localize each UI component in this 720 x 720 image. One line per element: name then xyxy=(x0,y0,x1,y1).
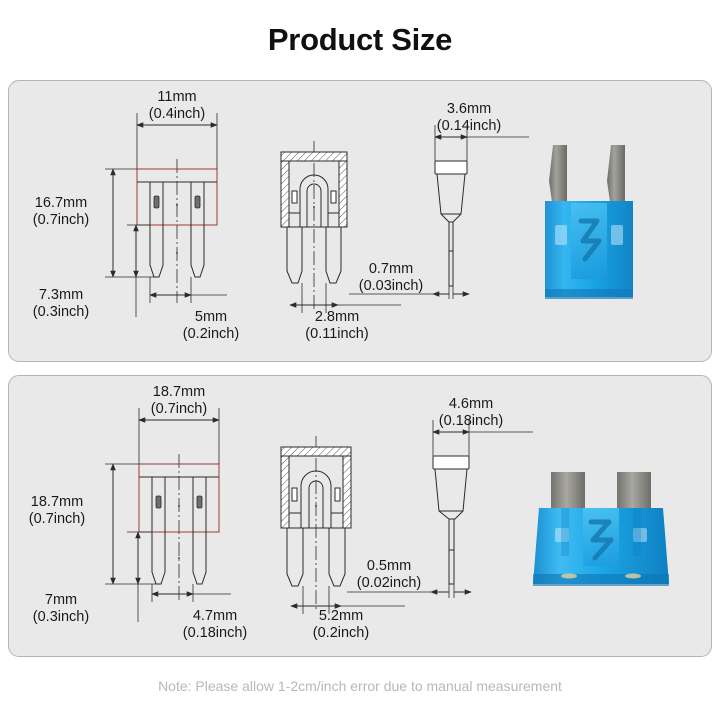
dim-inch: (0.02inch) xyxy=(356,575,422,591)
panel-mini-blade-fuse: 11mm (0.4inch) 16.7mm (0.7inch) 7.3mm (0… xyxy=(8,80,712,362)
dim-value: 16.7mm xyxy=(34,195,88,211)
dim-value: 0.5mm xyxy=(366,558,412,574)
dim-mini-blade-gap: 2.8mm (0.11inch) xyxy=(281,309,393,343)
standard-front-view-icon xyxy=(105,408,231,622)
dim-value: 4.6mm xyxy=(448,396,494,412)
dim-inch: (0.3inch) xyxy=(32,609,90,625)
dim-value: 11mm xyxy=(157,89,197,105)
dim-value: 7mm xyxy=(44,592,78,608)
mini-front-view-icon xyxy=(105,113,227,317)
standard-fuse-drawings xyxy=(105,408,533,622)
dim-std-height-blade: 7mm (0.3inch) xyxy=(13,592,109,626)
dim-std-blade-spacing: 4.7mm (0.18inch) xyxy=(159,608,271,642)
dim-inch: (0.18inch) xyxy=(182,625,248,641)
dim-value: 18.7mm xyxy=(152,384,206,400)
mini-cross-section-icon xyxy=(280,141,401,313)
dim-inch: (0.2inch) xyxy=(312,625,370,641)
dim-value: 0.7mm xyxy=(368,261,414,277)
dim-value: 2.8mm xyxy=(314,309,360,325)
dim-inch: (0.2inch) xyxy=(182,326,240,342)
dim-value: 5mm xyxy=(194,309,228,325)
standard-cross-section-icon xyxy=(280,436,405,614)
dim-inch: (0.7inch) xyxy=(150,401,208,417)
dim-mini-width-top: 11mm (0.4inch) xyxy=(117,89,237,123)
dim-inch: (0.3inch) xyxy=(32,304,90,320)
dim-mini-height-body: 16.7mm (0.7inch) xyxy=(13,195,109,229)
dim-inch: (0.4inch) xyxy=(148,106,206,122)
dim-mini-blade-thickness: 0.7mm (0.03inch) xyxy=(339,261,443,295)
dim-std-blade-gap: 5.2mm (0.2inch) xyxy=(285,608,397,642)
measurement-note: Note: Please allow 1-2cm/inch error due … xyxy=(158,678,562,694)
dim-value: 5.2mm xyxy=(318,608,364,624)
standard-blade-fuse-photo xyxy=(533,472,669,586)
dim-inch: (0.03inch) xyxy=(358,278,424,294)
dim-mini-blade-spacing: 5mm (0.2inch) xyxy=(159,309,263,343)
dim-mini-depth-top: 3.6mm (0.14inch) xyxy=(407,101,531,135)
dim-std-width-top: 18.7mm (0.7inch) xyxy=(115,384,243,418)
mini-fuse-drawings xyxy=(105,113,529,317)
dim-value: 18.7mm xyxy=(30,494,84,510)
standard-side-view-icon xyxy=(347,420,533,598)
dim-inch: (0.14inch) xyxy=(436,118,502,134)
mini-side-view-icon xyxy=(349,125,529,299)
dim-inch: (0.7inch) xyxy=(32,212,90,228)
dim-std-height-body: 18.7mm (0.7inch) xyxy=(9,494,105,528)
mini-blade-fuse-photo xyxy=(545,145,633,299)
dim-value: 3.6mm xyxy=(446,101,492,117)
dim-std-depth-top: 4.6mm (0.18inch) xyxy=(407,396,535,430)
dim-std-blade-thickness: 0.5mm (0.02inch) xyxy=(337,558,441,592)
dim-mini-height-blade: 7.3mm (0.3inch) xyxy=(13,287,109,321)
page-title: Product Size xyxy=(267,22,453,57)
dim-value: 4.7mm xyxy=(192,608,238,624)
dim-inch: (0.7inch) xyxy=(28,511,86,527)
dim-inch: (0.18inch) xyxy=(438,413,504,429)
dim-value: 7.3mm xyxy=(38,287,84,303)
dim-inch: (0.11inch) xyxy=(305,326,369,342)
panel-standard-blade-fuse: 18.7mm (0.7inch) 18.7mm (0.7inch) 7mm (0… xyxy=(8,375,712,657)
